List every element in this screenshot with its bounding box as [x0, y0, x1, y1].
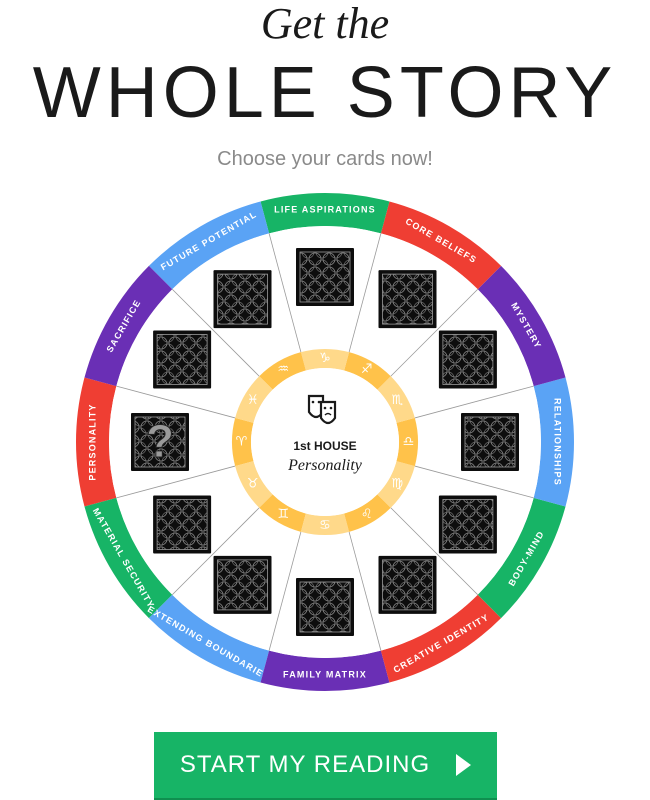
- house-label-relationships: RELATIONSHIPS: [553, 398, 563, 486]
- sagittarius-icon: ♐: [361, 362, 373, 377]
- face-down-card[interactable]: [378, 555, 437, 614]
- face-down-card[interactable]: [213, 555, 272, 614]
- zodiac-segment-capricorn: [300, 349, 350, 371]
- zodiac-segment-aquarius: [259, 352, 306, 390]
- center-house-name: Personality: [287, 457, 363, 474]
- house-band-personality: [75, 377, 117, 507]
- center-house-number: 1st HOUSE: [293, 439, 356, 453]
- leo-icon: ♌: [361, 507, 373, 522]
- libra-icon: ♎: [403, 435, 415, 450]
- face-down-card[interactable]: [153, 495, 212, 554]
- capricorn-icon: ♑: [319, 351, 331, 366]
- house-label-life-aspirations: LIFE ASPIRATIONS: [274, 205, 376, 215]
- house-band-material-security: [84, 497, 173, 619]
- center-hub: 1st HOUSE Personality: [251, 368, 399, 516]
- zodiac-segment-gemini: [259, 494, 306, 532]
- house-band-life-aspirations: [260, 192, 390, 234]
- aries-icon: ♈: [236, 435, 248, 450]
- scorpio-icon: ♏: [391, 393, 403, 408]
- house-band-future-potential: [148, 201, 270, 290]
- house-band-extending-boundaries: [148, 594, 270, 683]
- question-mark-icon: ?: [146, 415, 174, 467]
- zodiac-segment-taurus: [235, 461, 273, 508]
- taurus-icon: ♉: [247, 476, 259, 491]
- house-band-core-beliefs: [380, 201, 502, 290]
- question-card[interactable]: ?: [131, 413, 189, 471]
- zodiac-segment-scorpio: [377, 376, 415, 423]
- face-down-card[interactable]: [378, 270, 437, 329]
- zodiac-segment-sagittarius: [344, 352, 391, 390]
- start-reading-button[interactable]: START MY READING: [154, 732, 497, 798]
- face-down-card[interactable]: [461, 413, 519, 471]
- house-band-creative-identity: [380, 594, 502, 683]
- zodiac-segment-leo: [344, 494, 391, 532]
- house-cards: ?: [131, 248, 519, 636]
- house-label-personality: PERSONALITY: [88, 403, 98, 480]
- house-band-mystery: [477, 265, 566, 387]
- pisces-icon: ♓: [247, 393, 259, 408]
- face-down-card[interactable]: [296, 248, 354, 306]
- zodiac-segment-libra: [396, 417, 419, 467]
- house-band-sacrifice: [84, 265, 173, 387]
- house-label-family-matrix: FAMILY MATRIX: [283, 670, 367, 680]
- theater-masks-icon: [307, 394, 337, 425]
- cancer-icon: ♋: [319, 518, 331, 533]
- face-down-card[interactable]: [296, 578, 354, 636]
- header-title: WHOLE STORY: [32, 53, 618, 133]
- aquarius-icon: ♒: [277, 362, 289, 377]
- zodiac-ring: ♈ ♉ ♊ ♋ ♌ ♍ ♎ ♏ ♐ ♑ ♒ ♓: [232, 349, 419, 535]
- zodiac-segment-aries: [232, 417, 254, 467]
- header-kicker: Get the: [260, 0, 390, 48]
- house-band-body-mind: [477, 497, 566, 619]
- house-band-family-matrix: [260, 650, 390, 691]
- face-down-card[interactable]: [153, 330, 212, 389]
- gemini-icon: ♊: [277, 507, 289, 522]
- face-down-card[interactable]: [213, 270, 272, 329]
- zodiac-segment-pisces: [235, 376, 273, 423]
- zodiac-segment-cancer: [300, 513, 350, 535]
- header-subtitle: Choose your cards now!: [217, 148, 433, 170]
- start-reading-label: START MY READING: [179, 751, 431, 778]
- face-down-card[interactable]: [438, 330, 497, 389]
- face-down-card[interactable]: [438, 495, 497, 554]
- house-band-relationships: [533, 377, 574, 507]
- zodiac-segment-virgo: [377, 461, 415, 508]
- play-arrow-icon: [456, 754, 472, 776]
- virgo-icon: ♍: [391, 476, 403, 491]
